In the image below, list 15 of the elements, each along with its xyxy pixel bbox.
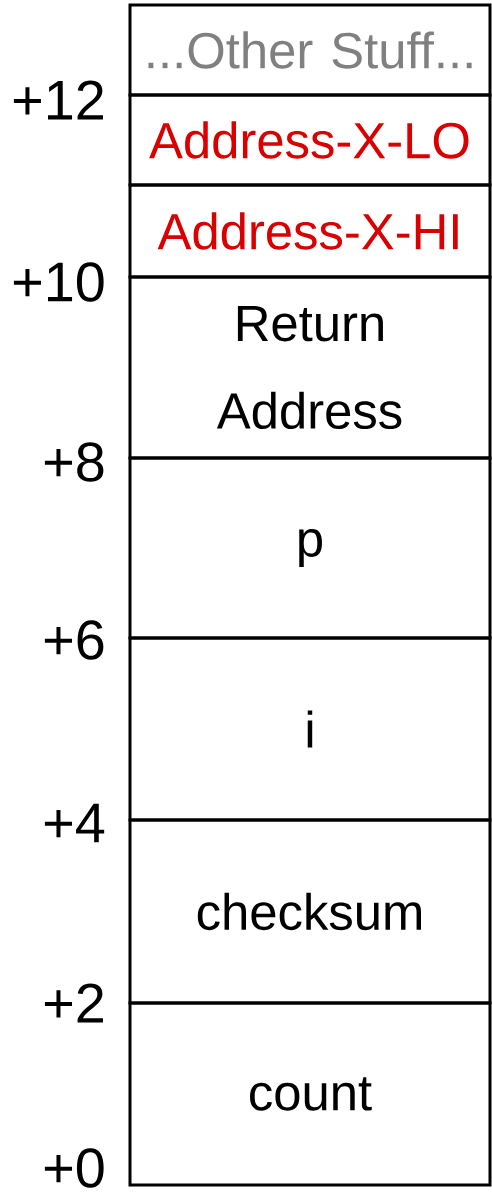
offset-label: +8: [44, 442, 104, 482]
memory-cell: Return Address: [128, 275, 492, 460]
offset-label: +6: [44, 620, 104, 660]
memory-cell: Address-X-HI: [128, 183, 492, 279]
memory-cell: ...Other Stuff...: [128, 3, 492, 97]
offset-label: +0: [44, 1148, 104, 1188]
offset-label: +4: [44, 803, 105, 843]
memory-cell: Address-X-LO: [128, 93, 492, 187]
memory-cell: p: [128, 456, 492, 640]
offset-label: +12: [13, 80, 103, 120]
memory-cell: checksum: [128, 818, 492, 1005]
memory-cell: i: [128, 636, 492, 822]
memory-cell: count: [128, 1001, 492, 1187]
offset-label: +10: [13, 262, 104, 302]
offset-label: +2: [44, 983, 103, 1023]
